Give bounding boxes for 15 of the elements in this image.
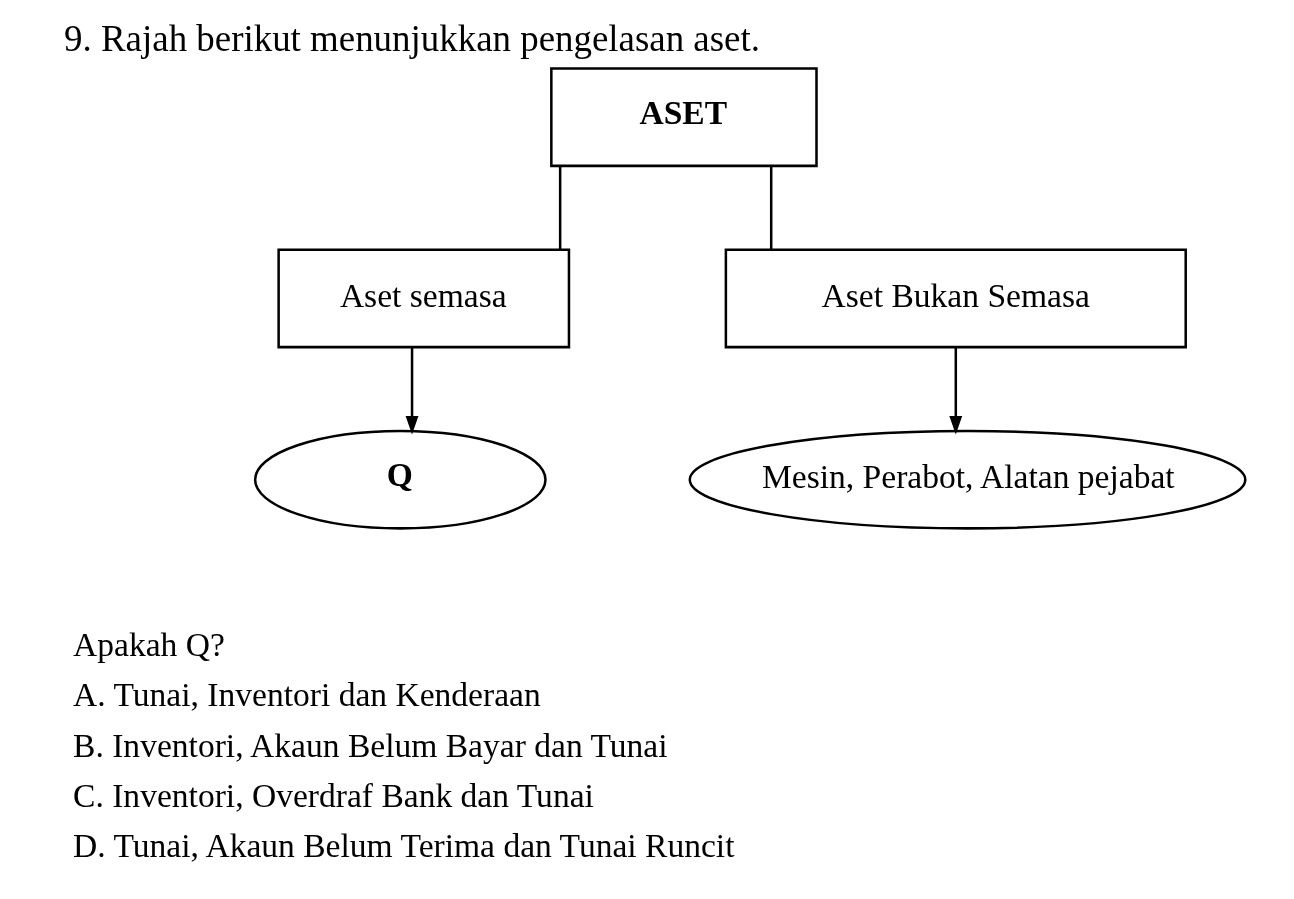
- node-box: Aset semasa: [277, 248, 571, 349]
- arrow: [405, 347, 419, 435]
- label: A. Tunai, Inventori dan Kenderaan: [73, 676, 541, 714]
- node-ellipse: Q: [253, 429, 547, 530]
- label: B. Inventori, Akaun Belum Bayar dan Tunai: [73, 726, 668, 764]
- node-box: Aset Bukan Semasa: [724, 248, 1187, 349]
- label: D. Tunai, Akaun Belum Terima dan Tunai Runcit: [73, 827, 735, 865]
- node-ellipse: Mesin, Perabot, Alatan pejabat: [688, 429, 1247, 530]
- connector: [769, 166, 773, 250]
- connector: [558, 166, 562, 250]
- label: C. Inventori, Overdraf Bank dan Tunai: [73, 776, 594, 814]
- label: Apakah Q?: [73, 625, 225, 663]
- arrow: [949, 347, 963, 435]
- diagram-title: 9. Rajah berikut menunjukkan pengelasan aset.: [64, 18, 760, 60]
- node-box: ASET: [550, 67, 818, 168]
